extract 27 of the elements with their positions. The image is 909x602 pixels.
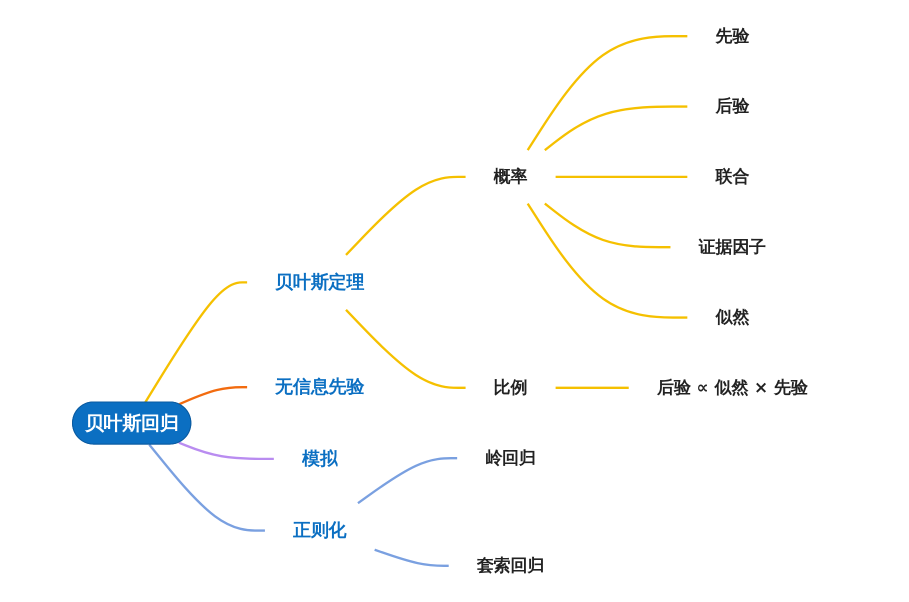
node-text: 套索回归 — [477, 556, 545, 576]
node-text: 后验 ∝ 似然 × 先验 — [657, 378, 808, 398]
connector — [178, 386, 248, 406]
connector — [544, 105, 688, 152]
connector — [345, 176, 466, 256]
connector — [556, 176, 688, 178]
node-text: 贝叶斯定理 — [276, 272, 365, 292]
connector — [345, 308, 466, 390]
node-text: 正则化 — [293, 520, 347, 541]
connector — [148, 444, 266, 532]
connector — [556, 386, 630, 390]
connector — [527, 35, 688, 151]
connector — [544, 202, 671, 248]
node-text: 岭回归 — [486, 448, 536, 468]
node-text: 联合 — [716, 167, 750, 187]
node-text: 证据因子 — [698, 237, 766, 258]
node-text: 模拟 — [302, 448, 338, 469]
connector — [527, 202, 688, 319]
node-text: 先验 — [716, 26, 750, 46]
connector — [358, 457, 458, 504]
node-text: 比例 — [494, 378, 528, 398]
connector — [178, 442, 274, 460]
node-text: 无信息先验 — [276, 376, 365, 398]
node-text: 后验 — [716, 96, 750, 116]
connector — [374, 548, 449, 567]
node-text: 概率 — [494, 167, 528, 187]
connector — [144, 281, 248, 403]
